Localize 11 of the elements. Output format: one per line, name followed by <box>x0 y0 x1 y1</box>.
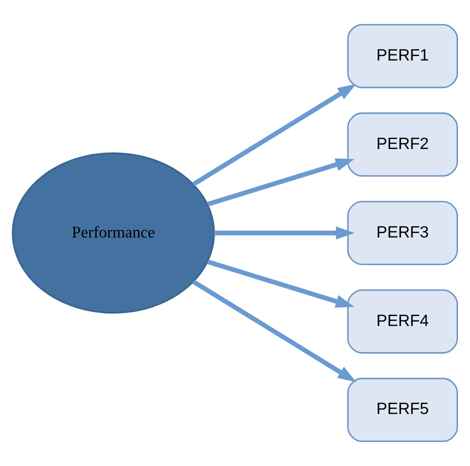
arrow <box>207 260 354 308</box>
arrow <box>192 280 356 382</box>
arrow <box>192 84 356 186</box>
node-box: PERF2 <box>347 112 458 177</box>
node-box: PERF4 <box>347 289 458 354</box>
arrow <box>207 158 354 206</box>
node-box: PERF5 <box>347 378 458 442</box>
node-box: PERF1 <box>347 24 458 88</box>
arrow <box>214 226 355 240</box>
node-box: PERF3 <box>347 200 458 266</box>
node-ellipse: Performance <box>12 152 215 314</box>
